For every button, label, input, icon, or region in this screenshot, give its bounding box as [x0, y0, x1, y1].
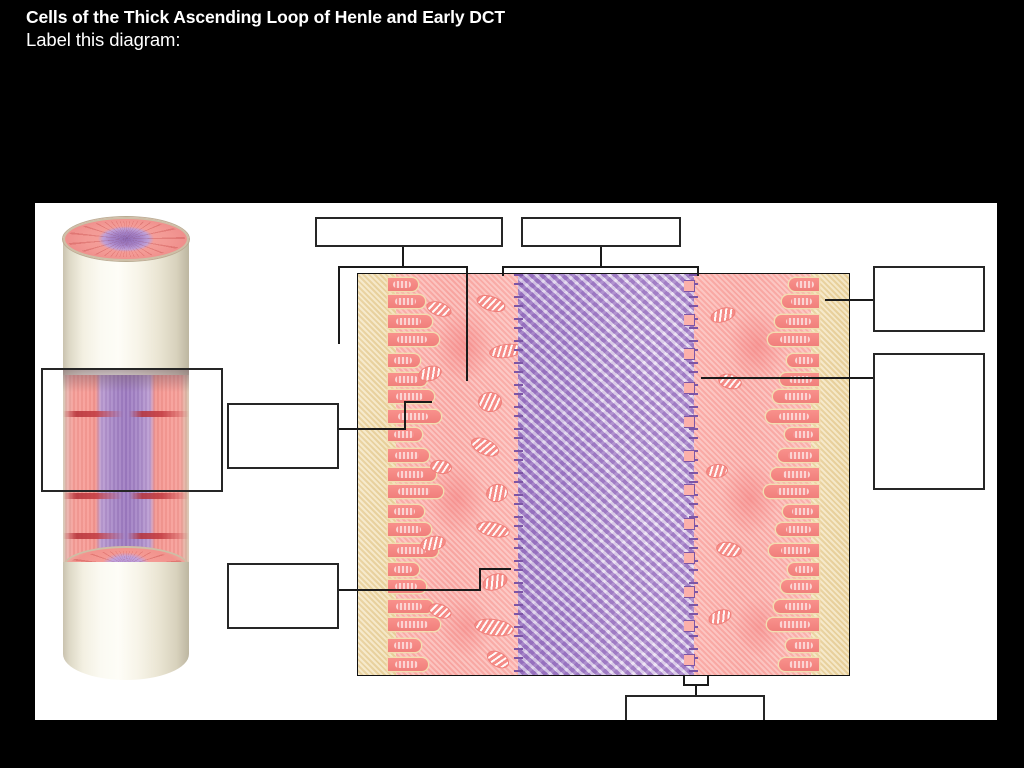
label-box-left-middle[interactable]	[227, 403, 339, 469]
mitochondrion	[478, 392, 502, 412]
cylinder-upper-shadow	[63, 370, 189, 392]
page-title: Cells of the Thick Ascending Loop of Hen…	[26, 7, 505, 27]
lumen-notch	[684, 280, 695, 292]
connector-top-right-stem	[600, 246, 603, 268]
basolateral-fold	[388, 315, 432, 328]
label-box-right-upper[interactable]	[873, 266, 985, 332]
basolateral-fold	[388, 390, 434, 403]
lumen-notch	[684, 348, 695, 360]
basolateral-fold	[388, 485, 443, 498]
label-box-top-left[interactable]	[315, 217, 503, 247]
lumen-notch	[684, 484, 695, 496]
lumen-notch	[684, 382, 695, 394]
lumen-notch	[684, 586, 695, 598]
basolateral-fold	[785, 428, 819, 441]
tubule-cylinder-illustration	[57, 210, 195, 680]
basolateral-fold	[766, 410, 819, 423]
connector-top-right-tick-l	[502, 266, 505, 276]
basolateral-fold	[769, 544, 819, 557]
page-subtitle: Label this diagram:	[26, 29, 181, 50]
connector-left-lower-v	[479, 568, 482, 591]
magnification-selection-box	[41, 368, 223, 492]
basolateral-fold	[388, 600, 433, 613]
basolateral-fold	[781, 580, 819, 593]
basolateral-fold	[778, 449, 819, 462]
connector-left-middle-v	[404, 401, 407, 430]
connector-top-left-drop-b	[466, 266, 469, 381]
label-box-bottom[interactable]	[625, 695, 765, 720]
basolateral-fold	[388, 333, 439, 346]
connector-top-left-drop-a	[338, 266, 341, 344]
label-box-top-right[interactable]	[521, 217, 681, 247]
connector-left-lower-a	[238, 589, 481, 592]
basolateral-fold	[775, 315, 819, 328]
basolateral-fold	[786, 639, 819, 652]
cylinder-top-opening	[63, 217, 189, 261]
title-block: Cells of the Thick Ascending Loop of Hen…	[26, 6, 926, 52]
connector-left-lower-b	[479, 568, 511, 571]
basolateral-fold	[388, 278, 418, 291]
basolateral-fold	[388, 658, 428, 671]
lumen-notch	[684, 552, 695, 564]
connector-top-left-stem	[402, 246, 405, 268]
lumen-notch	[684, 416, 695, 428]
basolateral-fold	[771, 468, 819, 481]
connector-top-left-bar	[338, 266, 468, 269]
basolateral-fold	[388, 295, 425, 308]
basolateral-fold	[388, 523, 431, 536]
basolateral-fold	[388, 354, 420, 367]
basolateral-fold	[783, 505, 819, 518]
basolateral-fold	[388, 373, 427, 386]
connector-top-right-bar	[502, 266, 699, 269]
basolateral-fold	[388, 505, 424, 518]
basolateral-fold	[388, 563, 419, 576]
tubule-lumen	[514, 274, 698, 675]
lumen-notch	[684, 620, 695, 632]
basolateral-fold	[788, 563, 819, 576]
basolateral-fold	[780, 373, 819, 386]
basolateral-fold	[776, 523, 819, 536]
lumen-notch	[684, 450, 695, 462]
basolateral-fold	[388, 428, 422, 441]
cylinder-cutaway-section	[63, 375, 189, 570]
content-panel	[35, 203, 997, 720]
basolateral-fold	[773, 390, 819, 403]
lumen-notch	[684, 518, 695, 530]
connector-left-middle-b	[404, 401, 432, 404]
basolateral-fold	[388, 618, 440, 631]
basolateral-fold	[767, 618, 819, 631]
basolateral-fold	[774, 600, 819, 613]
label-box-right-lower[interactable]	[873, 353, 985, 490]
cylinder-lower-wall	[63, 562, 189, 680]
basolateral-fold	[388, 410, 441, 423]
basolateral-fold	[388, 468, 436, 481]
connector-bottom-tick-l	[683, 676, 686, 686]
connector-top-right-tick-r	[697, 266, 700, 276]
basolateral-fold	[782, 295, 819, 308]
basolateral-fold	[388, 449, 429, 462]
lumen-notch	[684, 314, 695, 326]
tight-junction-edge-left	[514, 274, 523, 675]
connector-right-upper	[825, 299, 875, 302]
label-box-left-lower[interactable]	[227, 563, 339, 629]
lumen-notch	[684, 654, 695, 666]
basolateral-fold	[787, 354, 819, 367]
basolateral-folds-right	[755, 274, 819, 675]
tight-junction-edge-right	[689, 274, 698, 675]
connector-right-lower	[701, 377, 875, 380]
connector-bottom-stem	[695, 684, 698, 696]
cell-cross-section-diagram	[357, 273, 850, 676]
basolateral-fold	[779, 658, 819, 671]
basolateral-fold	[789, 278, 819, 291]
connector-bottom-tick-r	[707, 676, 710, 686]
basolateral-fold	[388, 639, 421, 652]
basolateral-folds-left	[388, 274, 452, 675]
basolateral-fold	[768, 333, 819, 346]
basolateral-fold	[764, 485, 819, 498]
